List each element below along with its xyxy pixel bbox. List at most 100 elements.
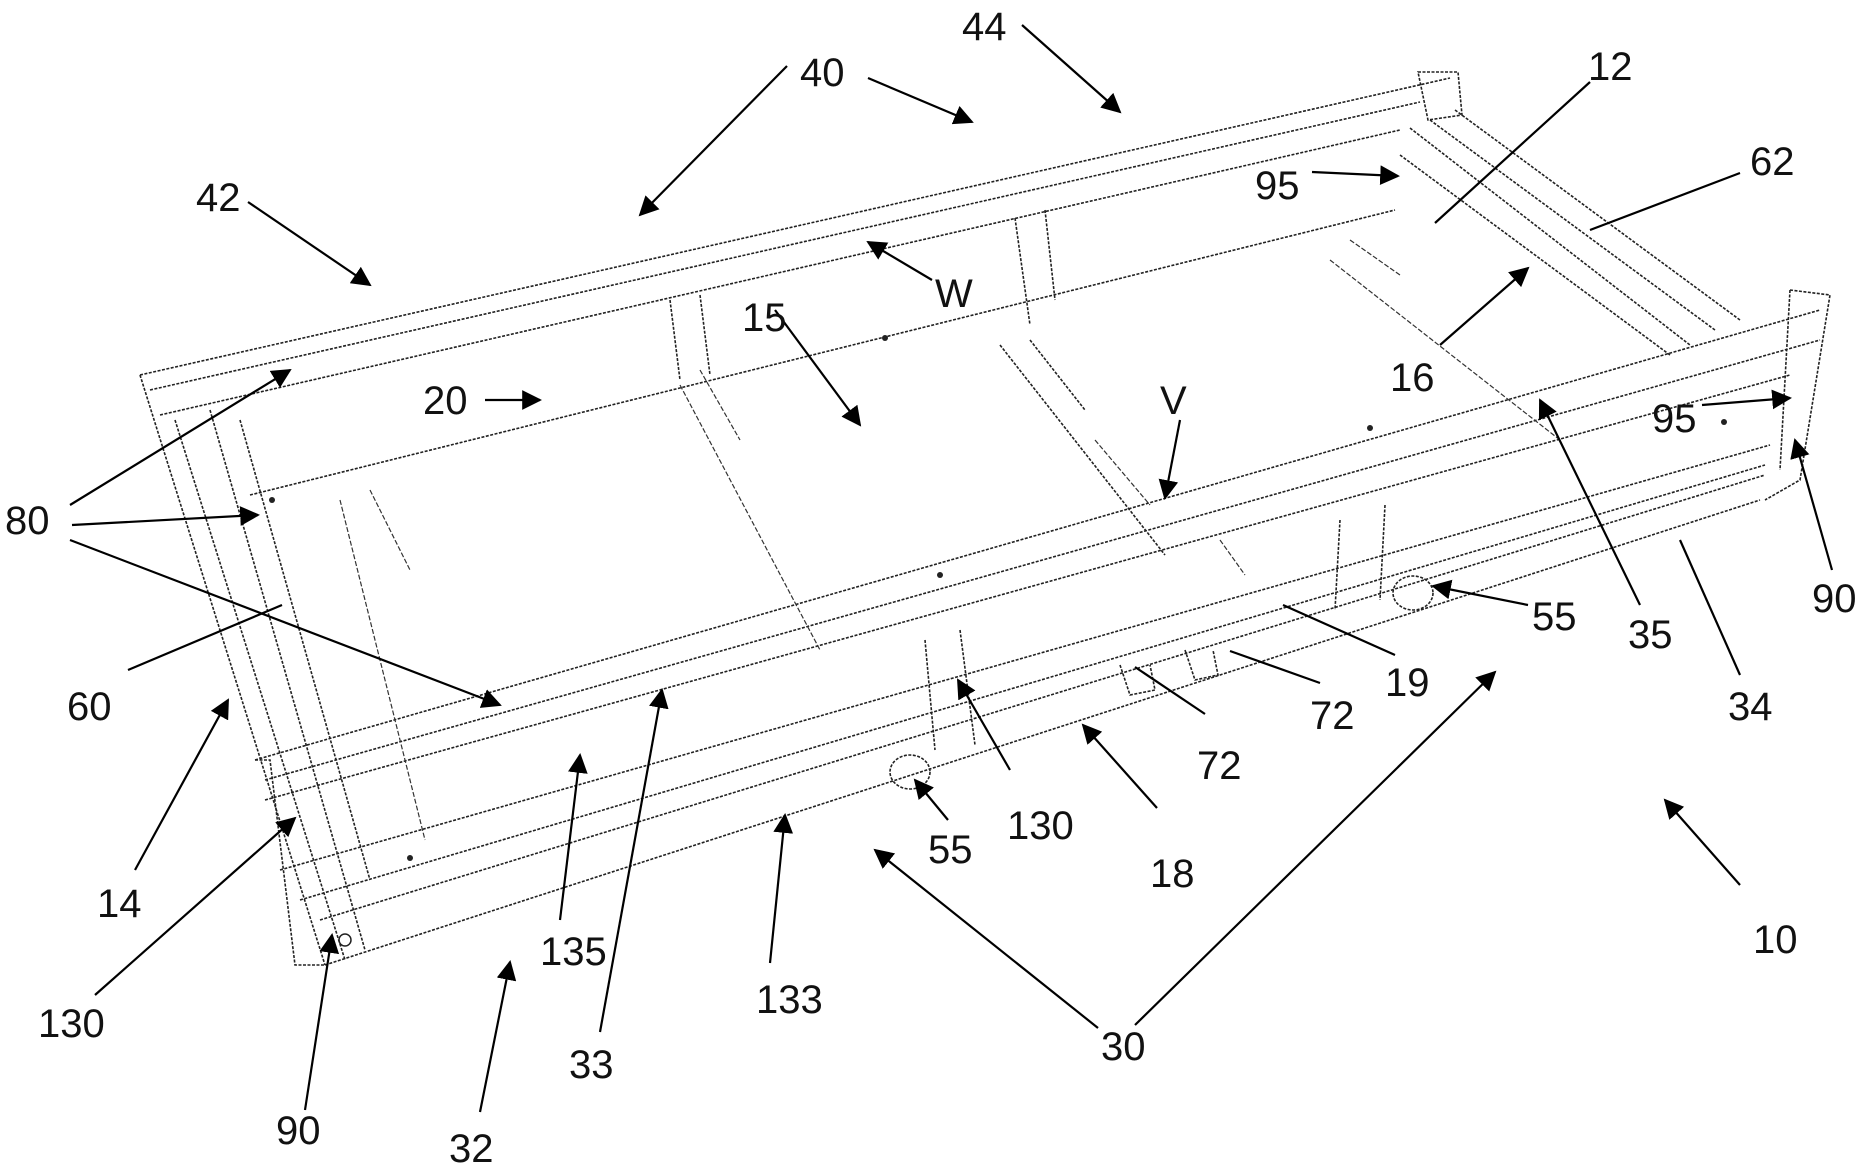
ref-label-15: 15 bbox=[742, 296, 787, 340]
leader-55-right bbox=[1431, 579, 1529, 607]
leader-W bbox=[866, 240, 933, 281]
leader-19 bbox=[1282, 603, 1396, 657]
ref-label-135: 135 bbox=[540, 930, 607, 974]
leader-72-b bbox=[1134, 666, 1206, 715]
leader-40-b bbox=[867, 76, 974, 125]
ref-label-130-left: 130 bbox=[38, 1002, 105, 1046]
opening-55-front bbox=[889, 754, 931, 790]
front-lower-rail-mid2 bbox=[319, 474, 1766, 921]
back-rail-top-edge bbox=[139, 77, 1451, 376]
reference-labels: 44 40 42 12 62 95 W 15 20 V 16 95 80 55 … bbox=[5, 5, 1857, 1171]
leader-72-a bbox=[1229, 649, 1321, 685]
fastener bbox=[407, 855, 413, 861]
front-middle-post-a bbox=[924, 639, 936, 751]
ref-label-20: 20 bbox=[423, 379, 468, 423]
right-end-rail-inner bbox=[1409, 127, 1691, 346]
leader-30-b bbox=[1134, 670, 1497, 1026]
ref-label-12: 12 bbox=[1588, 45, 1633, 89]
divider-line bbox=[999, 344, 1166, 556]
leader-V bbox=[1158, 419, 1182, 500]
ref-label-10: 10 bbox=[1753, 918, 1798, 962]
leader-40-a bbox=[638, 65, 788, 217]
fastener-90-left bbox=[338, 933, 352, 947]
back-left-post-b bbox=[699, 294, 711, 376]
leader-35 bbox=[1538, 398, 1641, 606]
ref-label-133: 133 bbox=[756, 978, 823, 1022]
leader-42 bbox=[247, 201, 372, 287]
back-left-post bbox=[669, 299, 681, 381]
ref-label-18: 18 bbox=[1150, 852, 1195, 896]
leader-130-mid bbox=[957, 678, 1011, 771]
leader-60 bbox=[127, 603, 283, 672]
hidden-line-5 bbox=[1329, 259, 1561, 441]
bracket-72-b bbox=[1184, 649, 1219, 681]
ref-label-V: V bbox=[1160, 379, 1187, 423]
ref-label-90-left: 90 bbox=[276, 1109, 321, 1153]
leader-lines bbox=[69, 24, 1834, 1113]
fastener bbox=[1367, 425, 1373, 431]
opening-55-right bbox=[1392, 575, 1434, 611]
left-end-post-outer bbox=[139, 374, 326, 966]
ref-label-72-a: 72 bbox=[1310, 694, 1355, 738]
right-front-post-inner bbox=[1779, 289, 1791, 471]
ref-label-72-b: 72 bbox=[1197, 744, 1242, 788]
leader-10 bbox=[1663, 798, 1741, 886]
hidden-line-3 bbox=[679, 384, 821, 651]
divider-line-b bbox=[1029, 339, 1086, 411]
front-right-post-b bbox=[1379, 504, 1386, 601]
front-upper-rail-mid bbox=[264, 339, 1821, 781]
leader-12 bbox=[1434, 81, 1591, 224]
fastener bbox=[937, 572, 943, 578]
back-rail-end bbox=[1417, 71, 1463, 121]
ref-label-62: 62 bbox=[1750, 140, 1795, 184]
leader-80-c bbox=[69, 538, 502, 708]
ref-label-35: 35 bbox=[1628, 613, 1673, 657]
front-right-post-a bbox=[1334, 519, 1341, 611]
left-end-post-inner3 bbox=[239, 419, 371, 881]
ref-label-95-right: 95 bbox=[1652, 397, 1697, 441]
hidden-line-6 bbox=[1349, 239, 1401, 276]
leader-34 bbox=[1678, 539, 1742, 676]
ref-label-55-front: 55 bbox=[928, 828, 973, 872]
ref-label-32: 32 bbox=[449, 1127, 494, 1171]
hidden-line-7 bbox=[1094, 439, 1151, 506]
front-lower-rail-top bbox=[279, 444, 1771, 871]
left-end-post-inner bbox=[174, 419, 346, 961]
leader-90-right bbox=[1790, 438, 1834, 571]
leader-16 bbox=[1439, 266, 1530, 346]
ref-label-16: 16 bbox=[1390, 356, 1435, 400]
frame-structure bbox=[139, 71, 1831, 966]
front-lower-rail-mid bbox=[299, 464, 1766, 901]
leader-80-b bbox=[71, 506, 260, 527]
fastener bbox=[882, 335, 888, 341]
ref-label-34: 34 bbox=[1728, 685, 1773, 729]
ref-label-40: 40 bbox=[800, 51, 845, 95]
leader-18 bbox=[1081, 723, 1158, 809]
ref-label-19: 19 bbox=[1385, 661, 1430, 705]
back-middle-post bbox=[1014, 217, 1031, 326]
ref-label-130-mid: 130 bbox=[1007, 804, 1074, 848]
left-end-post-inner2 bbox=[209, 409, 366, 951]
leader-30-a bbox=[873, 848, 1099, 1029]
back-rail-mid-edge bbox=[149, 101, 1421, 391]
fastener bbox=[1721, 419, 1727, 425]
back-rail-lower-edge bbox=[159, 129, 1401, 416]
ref-label-90-right: 90 bbox=[1812, 577, 1857, 621]
leader-130-left bbox=[94, 816, 297, 996]
ref-label-80: 80 bbox=[5, 499, 50, 543]
leader-80-a bbox=[69, 368, 292, 506]
fastener bbox=[269, 497, 275, 503]
right-end-rail-mid bbox=[1429, 119, 1716, 331]
ref-label-W: W bbox=[935, 272, 973, 316]
ref-label-95-top: 95 bbox=[1255, 164, 1300, 208]
ref-label-30: 30 bbox=[1101, 1025, 1146, 1069]
right-front-post-outer bbox=[1764, 289, 1831, 501]
left-front-post bbox=[255, 759, 325, 966]
right-end-rail-outer bbox=[1454, 109, 1741, 321]
leader-33 bbox=[598, 688, 669, 1033]
leader-90-left bbox=[303, 933, 340, 1111]
front-lower-rail-bottom bbox=[324, 499, 1761, 966]
right-end-rail-inner2 bbox=[1399, 154, 1671, 356]
ref-label-14: 14 bbox=[97, 882, 142, 926]
